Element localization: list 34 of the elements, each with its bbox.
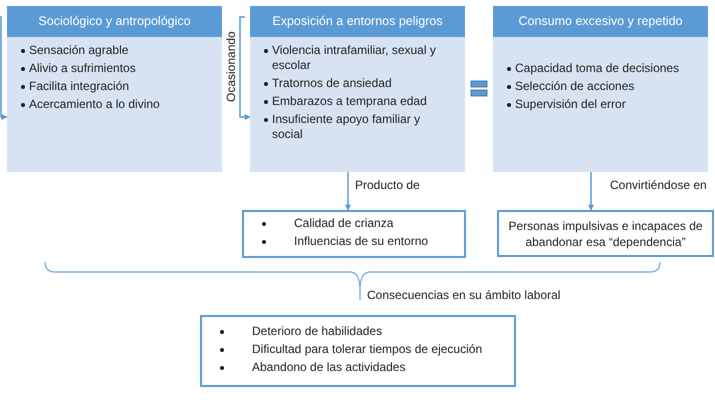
bullet-item: Tratornos de ansiedad: [272, 76, 392, 90]
bullet-list-box: [200, 315, 516, 387]
arrow: [588, 172, 594, 211]
box-text: Personas impulsivas e incapaces de abandonar esa “dependencia”: [507, 218, 704, 250]
edge-label: Convirtiéndose en: [610, 178, 707, 192]
edge-label: Ocasionando: [224, 31, 238, 102]
arrow: [345, 172, 351, 211]
arrow: [239, 16, 251, 120]
edge-label: Producto de: [355, 178, 420, 192]
bullet-item: Dificultad para tolerar tiempos de ejecución: [252, 342, 482, 356]
bullet-item: Alivio a sufrimientos: [29, 61, 136, 75]
arrow: [0, 16, 8, 120]
card-heading: Sociológico y antropológico: [7, 6, 222, 37]
bullet-item: Influencias de su entorno: [294, 234, 428, 248]
bullet-item: Selección de acciones: [515, 79, 634, 93]
category-card: [7, 6, 222, 172]
card-heading: Consumo excesivo y repetido: [493, 6, 708, 37]
bullet-item: Facilita integración: [29, 79, 130, 93]
bullet-item: Violencia intrafamiliar, sexual y escolar: [272, 43, 436, 72]
bullet-item: Acercamiento a lo divino: [29, 97, 160, 111]
result-box: [497, 210, 714, 257]
bullet-list-box: [242, 210, 466, 258]
category-card: [250, 6, 465, 172]
bullet-item: Calidad de crianza: [294, 216, 394, 230]
category-card: [493, 6, 708, 172]
bullet-item: Supervisión del error: [515, 97, 626, 111]
bullet-item: Deterioro de habilidades: [252, 324, 382, 338]
bullet-item: Insuficiente apoyo familiar y social: [272, 112, 420, 141]
card-heading: Exposición a entornos peligros: [250, 6, 465, 37]
bullet-item: Abandono de las actividades: [252, 360, 406, 374]
bullet-item: Capacidad toma de decisiones: [515, 61, 680, 75]
bullet-item: Sensación agrable: [29, 43, 128, 57]
bullet-item: Embarazos a temprana edad: [272, 94, 427, 108]
bracket-label: Consecuencias en su ámbito laboral: [367, 288, 560, 302]
